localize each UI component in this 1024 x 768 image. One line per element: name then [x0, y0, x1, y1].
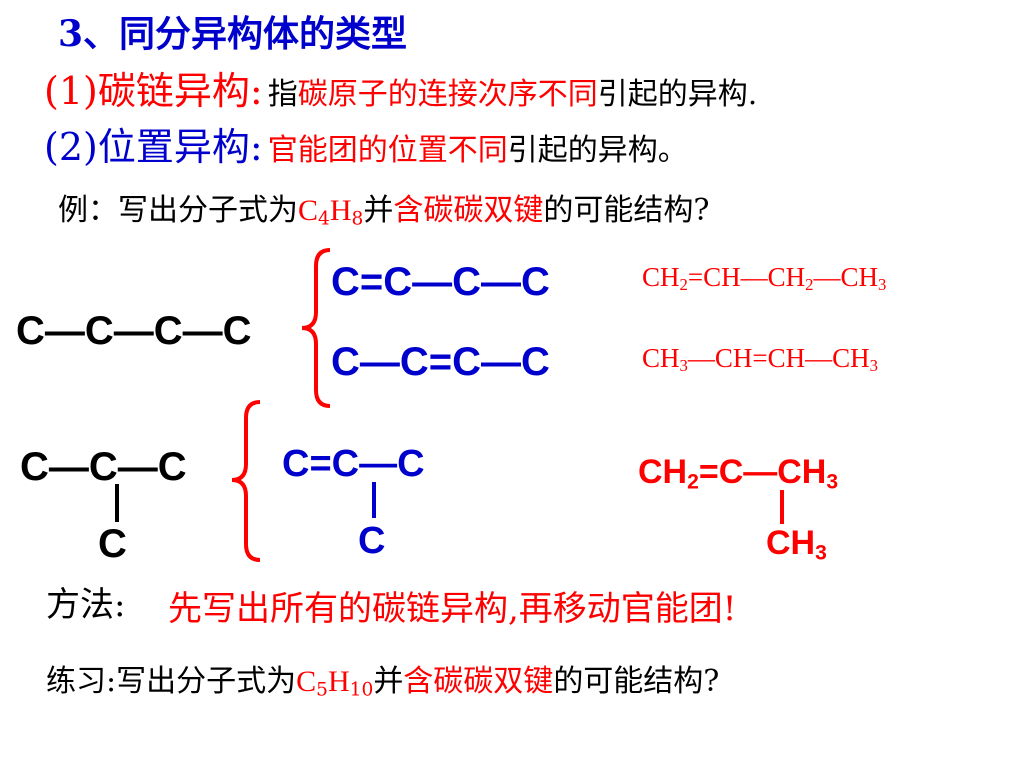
formula-part: —CH	[813, 262, 879, 292]
straight-isomer-2: C—C=C—C	[331, 340, 550, 384]
chain-isomer-text-prefix: 指	[267, 77, 298, 112]
example-formula-h-sub: 8	[351, 208, 364, 230]
formula-part: =CH—CH	[687, 262, 806, 292]
branched-isomer-bottom: C	[358, 520, 386, 562]
example-formula-h: H	[329, 194, 352, 227]
formula-part: CH	[638, 453, 688, 491]
practice-question: 练习:写出分子式为C5H10并含碳碳双键的可能结构?	[46, 664, 720, 700]
method-label: 方法:	[46, 585, 126, 625]
example-suffix: 的可能结构?	[543, 193, 710, 228]
practice-suffix: 的可能结构?	[553, 664, 720, 699]
straight-chain-skeleton: C—C—C—C	[16, 309, 252, 353]
formula-sub: 2	[687, 470, 699, 494]
formula-part: CH	[766, 524, 816, 562]
formula-part: =C—CH	[698, 453, 827, 491]
position-isomer-label: (2)位置异构:	[44, 125, 263, 169]
formula-sub: 2	[805, 275, 814, 295]
branch-bond	[372, 482, 376, 518]
practice-mid: 并	[373, 664, 404, 699]
chain-isomer-text-red: 碳原子的连接次序不同	[297, 77, 598, 112]
position-isomer-text-suffix: 引起的异构。	[507, 133, 688, 168]
formula-sub: 3	[679, 356, 688, 376]
example-red: 含碳碳双键	[393, 193, 544, 228]
formula-sub: 3	[878, 275, 887, 295]
formula-part: —CH=CH—CH	[687, 343, 870, 373]
example-prefix: 例：写出分子式为	[58, 193, 298, 228]
example-mid: 并	[363, 193, 394, 228]
practice-red: 含碳碳双键	[403, 664, 554, 699]
chain-isomer-label: (1)碳链异构:	[44, 69, 263, 113]
brace-icon	[231, 400, 261, 562]
straight-formula-2: CH3—CH=CH—CH3	[642, 343, 879, 376]
method-text: 先写出所有的碳链异构,再移动官能团!	[168, 589, 737, 629]
formula-sub: 3	[869, 356, 879, 376]
branched-skeleton-bottom: C	[98, 522, 127, 566]
formula-part: CH	[642, 262, 680, 292]
straight-isomer-1: C=C—C—C	[331, 260, 550, 304]
branched-formula-top: CH2=C—CH3	[638, 453, 838, 492]
brace-icon	[301, 248, 331, 408]
example-formula-c: C	[298, 194, 319, 227]
practice-formula-c-sub: 5	[316, 679, 328, 701]
position-isomer-text-red: 官能团的位置不同	[267, 133, 508, 168]
branch-bond	[780, 490, 784, 524]
branched-formula-bottom: CH3	[766, 524, 827, 563]
practice-formula-c: C	[296, 665, 317, 698]
branched-skeleton-top: C—C—C	[20, 445, 187, 489]
formula-sub: 3	[815, 541, 827, 565]
straight-formula-1: CH2=CH—CH2—CH3	[642, 262, 887, 295]
practice-formula-h-sub: 10	[349, 679, 374, 701]
chain-isomer-text-suffix: 引起的异构.	[597, 77, 758, 112]
practice-prefix: 练习:写出分子式为	[46, 664, 297, 699]
example-formula-c-sub: 4	[318, 208, 330, 230]
formula-sub: 2	[679, 275, 688, 295]
position-isomer-line: (2)位置异构: 官能团的位置不同引起的异构。	[44, 128, 688, 166]
practice-formula-h: H	[327, 665, 350, 698]
page-title: 3、同分异构体的类型	[58, 13, 408, 55]
branch-bond	[115, 484, 119, 522]
formula-sub: 3	[826, 470, 839, 494]
branched-isomer-top: C=C—C	[282, 443, 425, 485]
chain-isomer-line: (1)碳链异构: 指碳原子的连接次序不同引起的异构.	[44, 72, 757, 110]
example-question: 例：写出分子式为C4H8并含碳碳双键的可能结构?	[58, 193, 710, 229]
formula-part: CH	[642, 343, 680, 373]
